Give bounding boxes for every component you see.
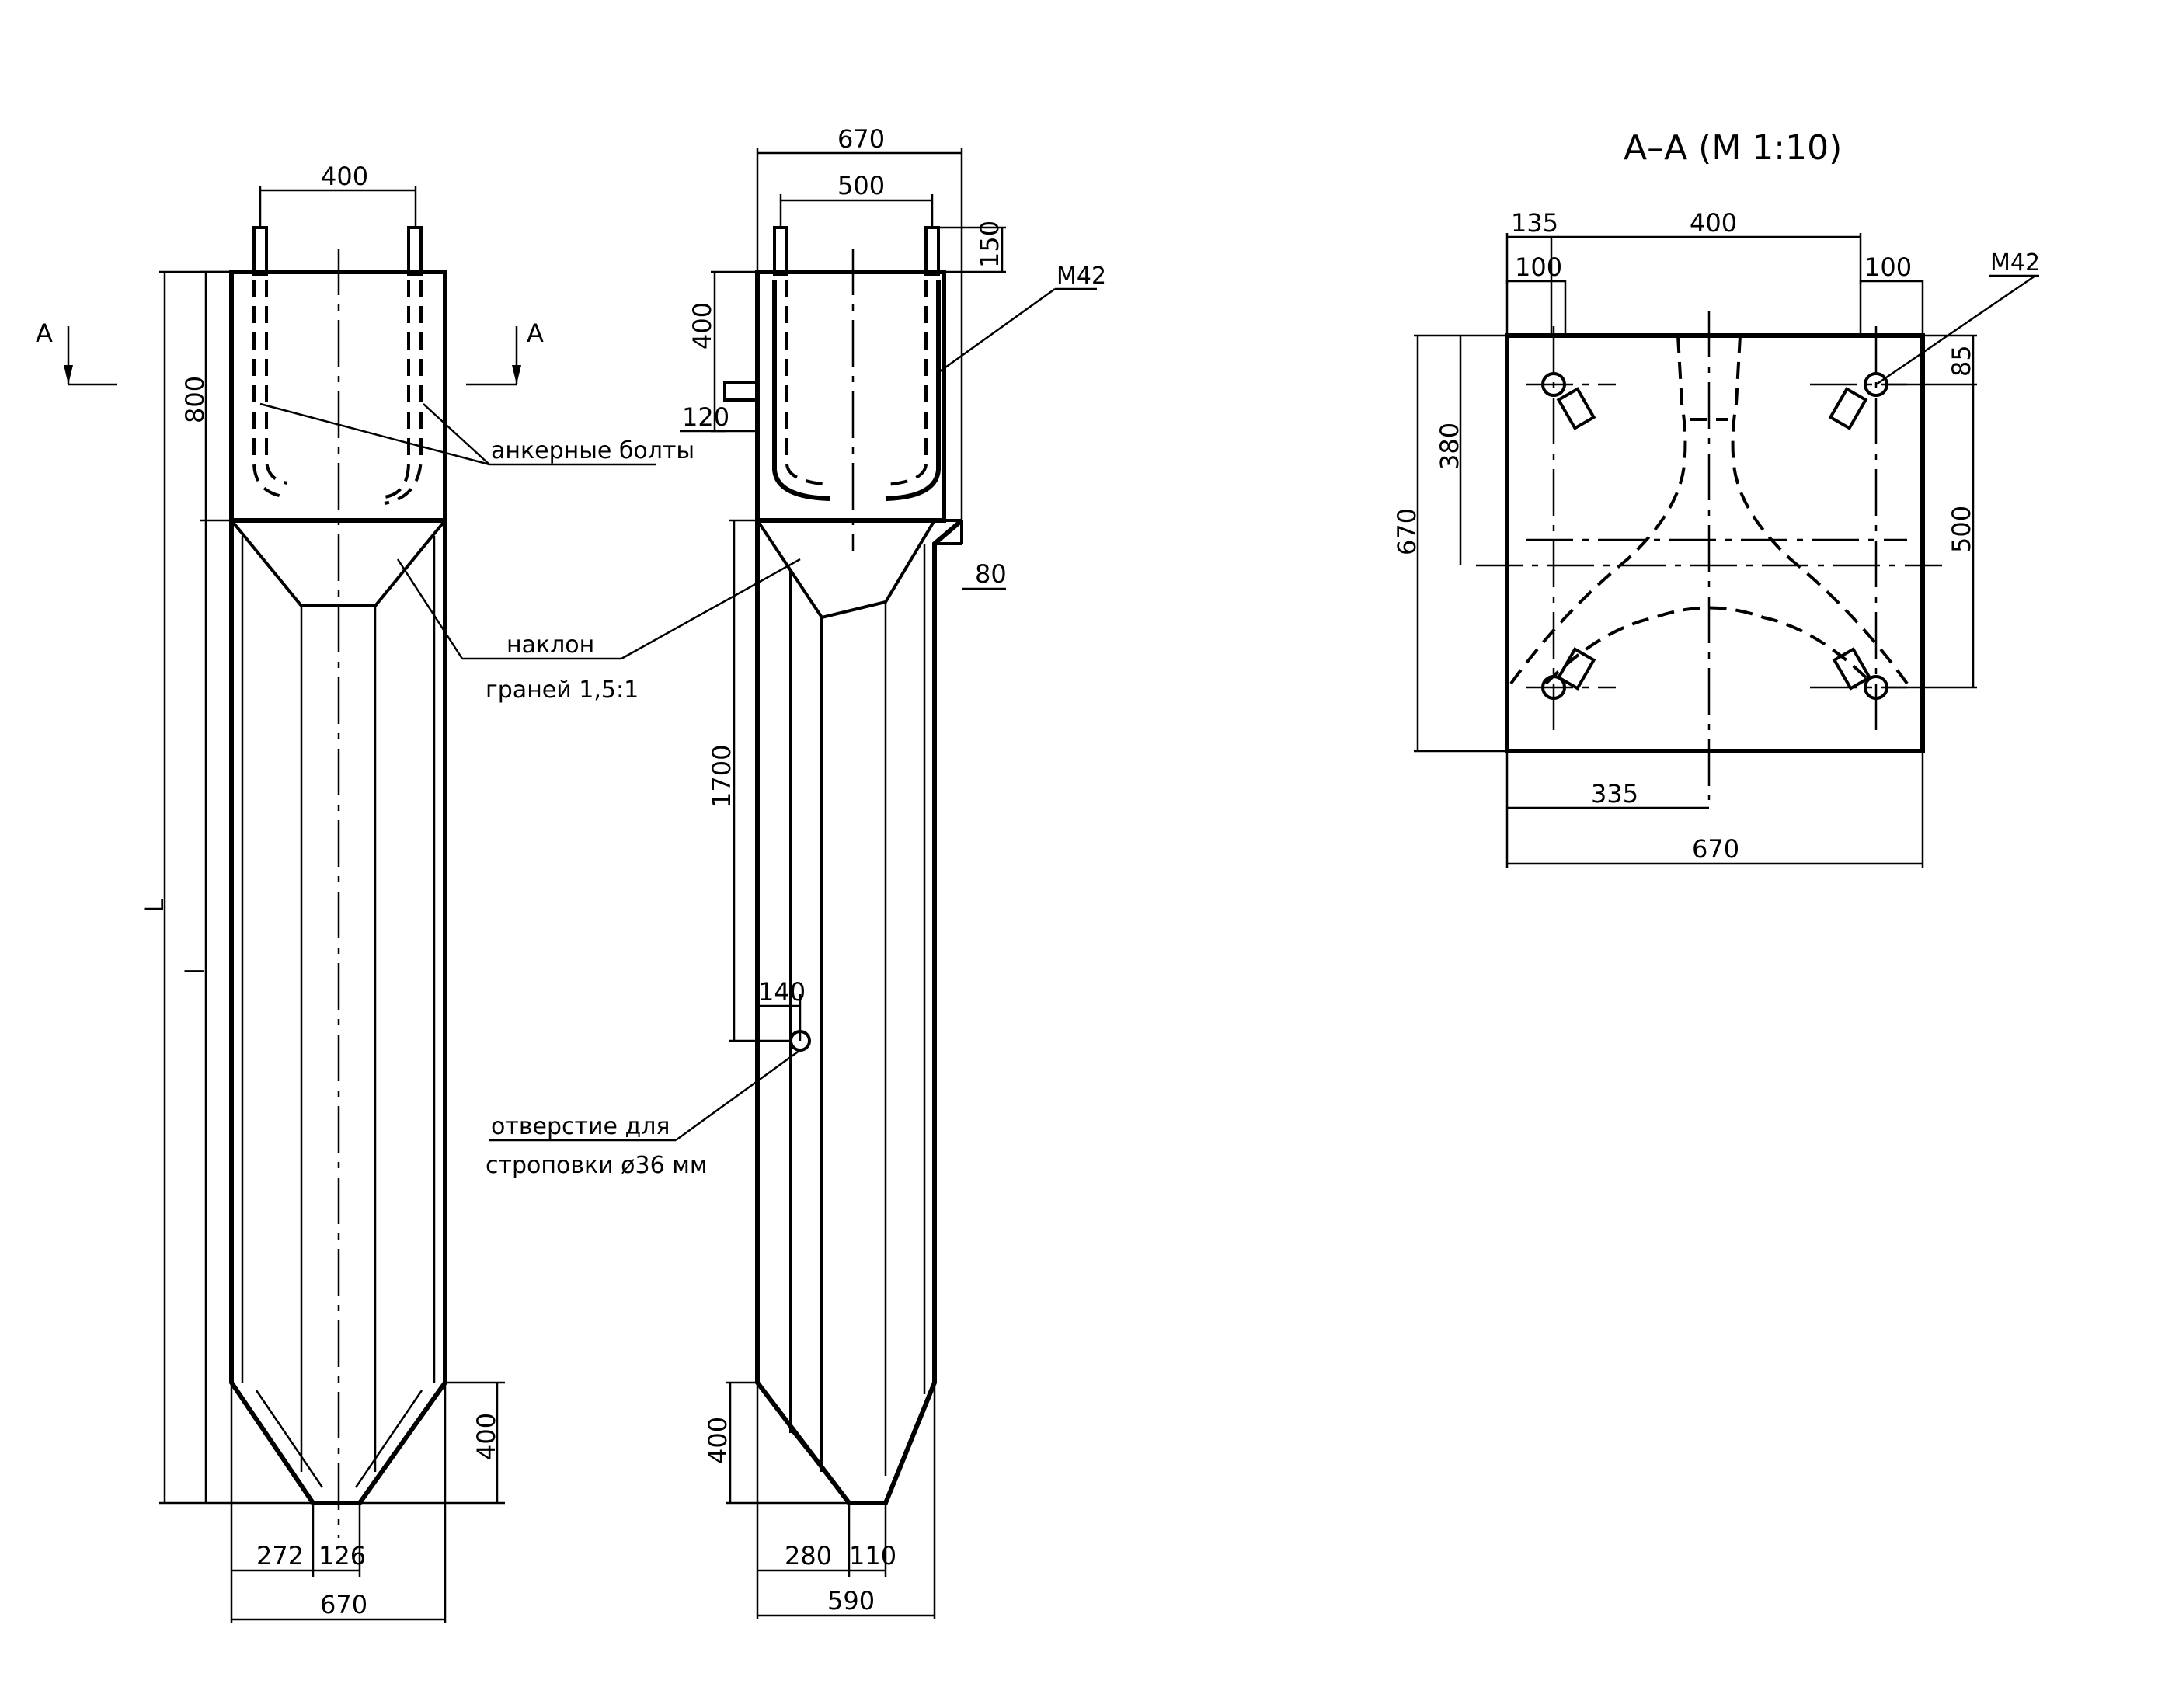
side-dim-width-bottom: 590 <box>757 1383 936 1619</box>
side-dim-step: 80 <box>962 559 1007 590</box>
svg-text:110: 110 <box>849 1541 896 1571</box>
side-view: 670 500 150 400 120 <box>680 124 1007 1619</box>
side-socket <box>723 381 759 402</box>
svg-text:400: 400 <box>687 302 717 350</box>
section-outline <box>1505 333 1925 753</box>
svg-text:280: 280 <box>785 1541 832 1571</box>
section-dim-width: 670 <box>1507 751 1924 868</box>
svg-text:400: 400 <box>1690 208 1737 238</box>
side-dim-tip-height: 400 <box>703 1381 849 1505</box>
front-dim-width: 670 <box>231 1383 447 1623</box>
label-m42-side: М42 <box>1056 263 1106 290</box>
svg-text:670: 670 <box>837 124 885 154</box>
section-dim-bolt-vertical: 500 <box>1888 384 1977 689</box>
svg-text:670: 670 <box>1692 834 1739 864</box>
svg-text:100: 100 <box>1515 252 1562 282</box>
label-hole-1: отверстие для <box>491 1113 670 1140</box>
section-marker-right: А <box>466 318 544 386</box>
front-anchor-bolts <box>252 226 423 505</box>
front-dim-body-length: l <box>180 520 210 1503</box>
section-dim-upper: 380 <box>1435 336 1464 565</box>
side-dim-tip: 280 110 <box>756 1383 896 1619</box>
front-dim-head-height: 800 <box>180 270 231 522</box>
section-dim-center: 335 <box>1505 751 1709 868</box>
side-dim-socket-offset: 120 <box>680 402 729 433</box>
svg-text:400: 400 <box>472 1413 501 1460</box>
svg-text:L: L <box>140 899 169 913</box>
front-body-outline <box>229 520 447 1505</box>
svg-text:126: 126 <box>318 1541 366 1571</box>
svg-text:500: 500 <box>837 171 885 200</box>
svg-text:800: 800 <box>180 376 210 423</box>
section-marker-left: А <box>36 318 117 386</box>
label-m42-section: М42 <box>1990 249 2040 277</box>
svg-text:500: 500 <box>1947 506 1976 553</box>
svg-text:400: 400 <box>703 1417 733 1464</box>
side-dim-hole-height: 1700 <box>707 519 791 1042</box>
svg-text:100: 100 <box>1864 252 1912 282</box>
svg-text:l: l <box>180 968 210 975</box>
section-letter-right: А <box>527 318 544 348</box>
svg-text:135: 135 <box>1511 208 1558 238</box>
side-dim-bolt-spacing: 500 <box>779 171 934 229</box>
section-dim-bolt-edge: 85 <box>1888 334 1977 386</box>
side-anchor-bolts <box>772 226 941 501</box>
svg-text:380: 380 <box>1435 423 1464 470</box>
front-dim-total-length: L <box>140 270 313 1505</box>
side-dim-hole-offset: 140 <box>757 977 806 1041</box>
svg-text:670: 670 <box>320 1590 367 1619</box>
svg-text:80: 80 <box>975 559 1007 589</box>
side-dim-bolt-protrusion: 150 <box>938 221 1006 273</box>
side-body-outline <box>755 518 963 1505</box>
label-slope-1: наклон <box>506 631 594 659</box>
svg-text:150: 150 <box>975 221 1004 268</box>
svg-text:1700: 1700 <box>707 745 736 808</box>
svg-text:120: 120 <box>682 402 729 432</box>
side-dim-socket-height: 400 <box>687 270 757 433</box>
label-slope-2: граней 1,5:1 <box>486 677 639 704</box>
svg-text:400: 400 <box>321 162 368 191</box>
front-dim-bolt-spacing: 400 <box>259 162 417 229</box>
svg-text:140: 140 <box>758 977 806 1007</box>
side-dim-width-top: 670 <box>756 124 963 520</box>
svg-text:335: 335 <box>1591 779 1638 809</box>
section-dim-height: 670 <box>1392 334 1507 753</box>
section-letter-left: А <box>36 318 53 348</box>
section-title: А–А (М 1:10) <box>1624 128 1842 168</box>
section-bolts <box>1541 372 1888 700</box>
svg-text:590: 590 <box>827 1586 875 1616</box>
front-dim-tip-height: 400 <box>360 1381 505 1505</box>
svg-text:85: 85 <box>1947 345 1976 377</box>
annotations: анкерные болты наклон граней 1,5:1 отвер… <box>259 263 1106 1179</box>
front-view: А А 400 800 L <box>36 162 544 1623</box>
label-anchor-bolts: анкерные болты <box>491 437 694 464</box>
section-dim-plates: 100 100 <box>1507 252 1923 283</box>
svg-text:670: 670 <box>1392 508 1422 555</box>
section-dim-top: 135 400 <box>1505 208 1862 284</box>
section-view: А–А (М 1:10) <box>1392 128 2040 868</box>
front-dim-tip: 272 126 <box>230 1383 366 1623</box>
label-hole-2: строповки ø36 мм <box>486 1152 708 1179</box>
svg-text:272: 272 <box>256 1541 304 1571</box>
